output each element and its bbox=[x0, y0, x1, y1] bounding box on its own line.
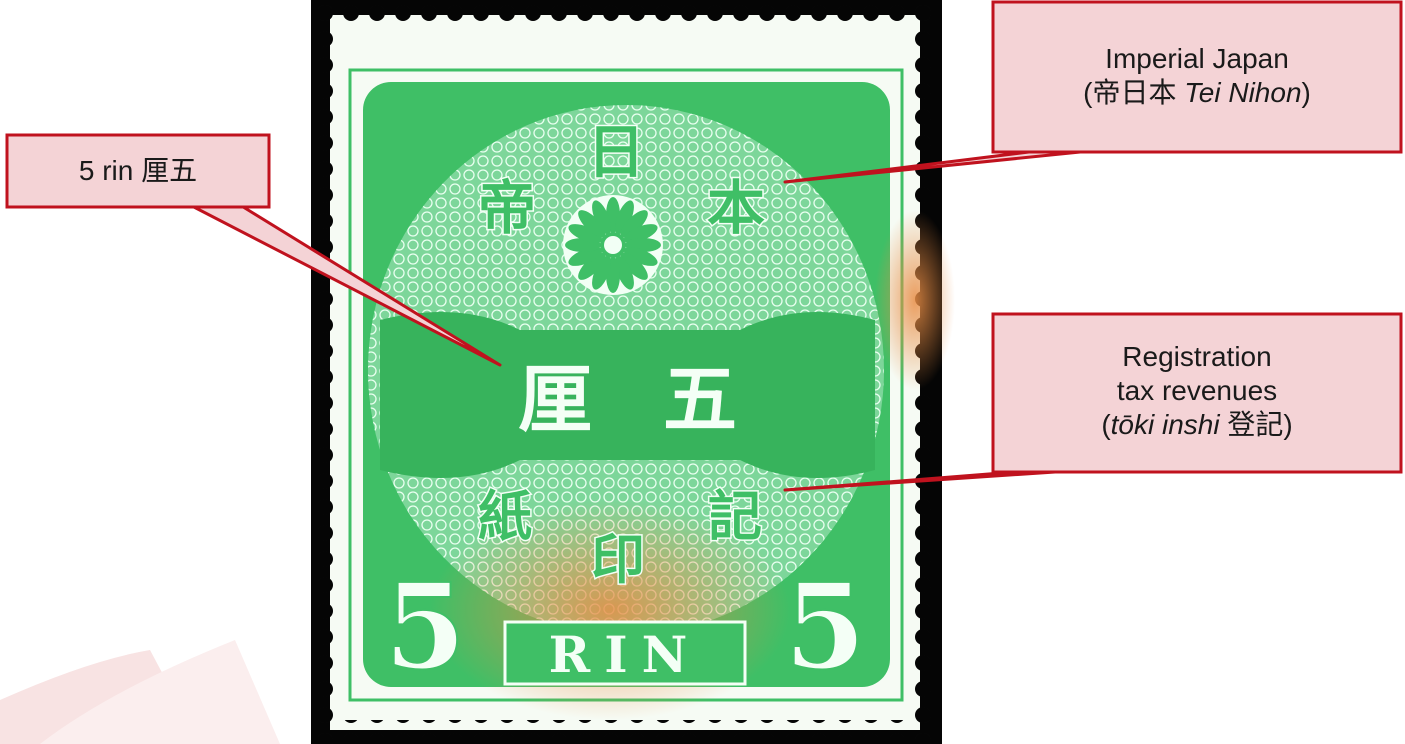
callout-imperial-line2-open: (帝日本 bbox=[1083, 77, 1185, 108]
callout-imperial-box bbox=[991, 0, 1403, 154]
stamp-glyph-nichi: 日 bbox=[587, 118, 645, 186]
callout-registration-line3-italic: tōki inshi bbox=[1110, 409, 1220, 440]
callout-imperial-line1: Imperial Japan bbox=[1105, 43, 1289, 74]
callout-imperial-line2: (帝日本 Tei Nihon) bbox=[993, 76, 1401, 110]
stamp-glyph-shi: 紙 bbox=[478, 484, 532, 548]
stamp-glyph-hon: 本 bbox=[707, 174, 765, 242]
emblem-petal bbox=[578, 210, 606, 238]
corner-value-left: 5 bbox=[384, 557, 466, 696]
stamp-glyph-go: 五 bbox=[663, 357, 737, 443]
corner-value-right: 5 bbox=[784, 557, 866, 696]
central-band bbox=[380, 312, 875, 478]
callout-registration-box bbox=[991, 312, 1403, 474]
stamp-glyph-in: 印 bbox=[591, 527, 645, 591]
emblem-petal bbox=[615, 255, 634, 290]
emblem-petal bbox=[568, 247, 603, 266]
callout-imperial-line2-italic: Tei Nihon bbox=[1184, 77, 1302, 108]
denomination-text: RIN bbox=[549, 625, 702, 684]
callout-value-text: 5 rin 厘五 bbox=[78, 155, 198, 186]
emblem-petal bbox=[592, 200, 611, 235]
emblem-petal bbox=[592, 255, 611, 290]
callout-value-box bbox=[5, 133, 271, 209]
callout-registration-line3: (tōki inshi 登記) bbox=[993, 408, 1401, 442]
emblem-petal bbox=[623, 247, 658, 266]
callout-registration-line2: tax revenues bbox=[1116, 375, 1278, 406]
emblem-petal bbox=[615, 200, 634, 235]
postmark-mark-right bbox=[875, 210, 955, 390]
background-swoosh-2 bbox=[0, 640, 280, 744]
emblem-petal bbox=[620, 210, 648, 238]
callout-imperial-line2-close: ) bbox=[1301, 77, 1311, 108]
stamp-glyph-tei: 帝 bbox=[478, 174, 536, 242]
emblem-petal bbox=[620, 252, 648, 280]
stamp-center-glyphs: 厘 五 bbox=[518, 357, 737, 443]
stamp-glyph-ki: 記 bbox=[708, 484, 762, 548]
emblem-petal bbox=[623, 224, 658, 243]
stamp-top-glyphs: 帝 日 本 bbox=[476, 117, 766, 244]
emblem-petal bbox=[568, 224, 603, 243]
callout-registration-line3-open: ( bbox=[1101, 409, 1111, 440]
stamp-bottom-glyphs: 紙 印 記 bbox=[477, 483, 764, 593]
callout-imperial-label: Imperial Japan (帝日本 Tei Nihon) bbox=[993, 42, 1401, 110]
stamp-glyph-rin: 厘 bbox=[518, 357, 592, 443]
chrysanthemum-emblem bbox=[563, 195, 663, 295]
callout-registration-line3-close: 登記) bbox=[1219, 409, 1293, 440]
denomination-plaque bbox=[503, 620, 747, 686]
callout-value-label: 5 rin 厘五 bbox=[7, 154, 269, 188]
callout-registration-label: Registration tax revenues (tōki inshi 登記… bbox=[993, 340, 1401, 442]
emblem-petal bbox=[578, 252, 606, 280]
callout-registration-line1: Registration bbox=[1122, 341, 1272, 372]
